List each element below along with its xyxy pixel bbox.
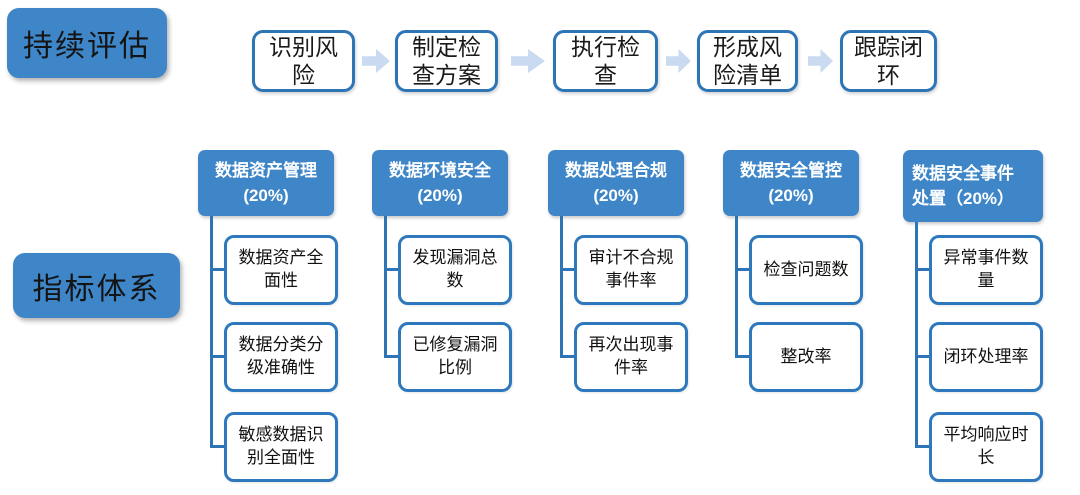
continuous-assessment-label: 持续评估: [7, 8, 167, 78]
indicator-item: 发现漏洞总数: [398, 235, 512, 305]
indicator-item: 敏感数据识别全面性: [224, 412, 338, 482]
flow-step-identify-risk: 识别风险: [252, 30, 355, 92]
connector-line: [735, 216, 738, 358]
connector-line: [210, 216, 213, 448]
connector-line: [210, 268, 226, 271]
indicator-system-label: 指标体系: [13, 253, 180, 318]
right-arrow-icon: [808, 49, 833, 73]
indicator-item: 闭环处理率: [929, 322, 1043, 392]
column-header: 数据处理合规 (20%): [548, 150, 684, 216]
connector-line: [915, 445, 931, 448]
connector-line: [735, 268, 751, 271]
flow-step-make-inspection-plan: 制定检查方案: [395, 30, 498, 92]
indicator-item: 数据资产全面性: [224, 235, 338, 305]
connector-line: [384, 268, 400, 271]
connector-line: [210, 355, 226, 358]
connector-line: [735, 355, 751, 358]
column-header: 数据安全管控 (20%): [723, 150, 859, 216]
column-header: 数据资产管理 (20%): [198, 150, 334, 216]
indicator-item: 再次出现事件率: [574, 322, 688, 392]
flow-step-form-risk-list: 形成风险清单: [697, 30, 798, 92]
indicator-item: 审计不合规事件率: [574, 235, 688, 305]
connector-line: [915, 222, 918, 448]
connector-line: [560, 268, 576, 271]
connector-line: [915, 268, 931, 271]
connector-line: [560, 355, 576, 358]
indicator-item: 已修复漏洞比例: [398, 322, 512, 392]
flow-step-execute-inspection: 执行检查: [553, 30, 658, 92]
connector-line: [560, 216, 563, 358]
connector-line: [384, 355, 400, 358]
right-arrow-icon: [511, 49, 545, 73]
flow-step-track-closed-loop: 跟踪闭环: [840, 30, 937, 92]
connector-line: [384, 216, 387, 358]
indicator-item: 平均响应时长: [929, 412, 1043, 482]
right-arrow-icon: [666, 49, 691, 73]
indicator-item: 异常事件数量: [929, 235, 1043, 305]
column-header: 数据环境安全 (20%): [372, 150, 508, 216]
column-header: 数据安全事件 处置（20%）: [903, 150, 1043, 222]
indicator-item: 数据分类分级准确性: [224, 322, 338, 392]
indicator-item: 整改率: [749, 322, 863, 392]
connector-line: [210, 445, 226, 448]
indicator-item: 检查问题数: [749, 235, 863, 305]
connector-line: [915, 355, 931, 358]
right-arrow-icon: [362, 49, 390, 73]
